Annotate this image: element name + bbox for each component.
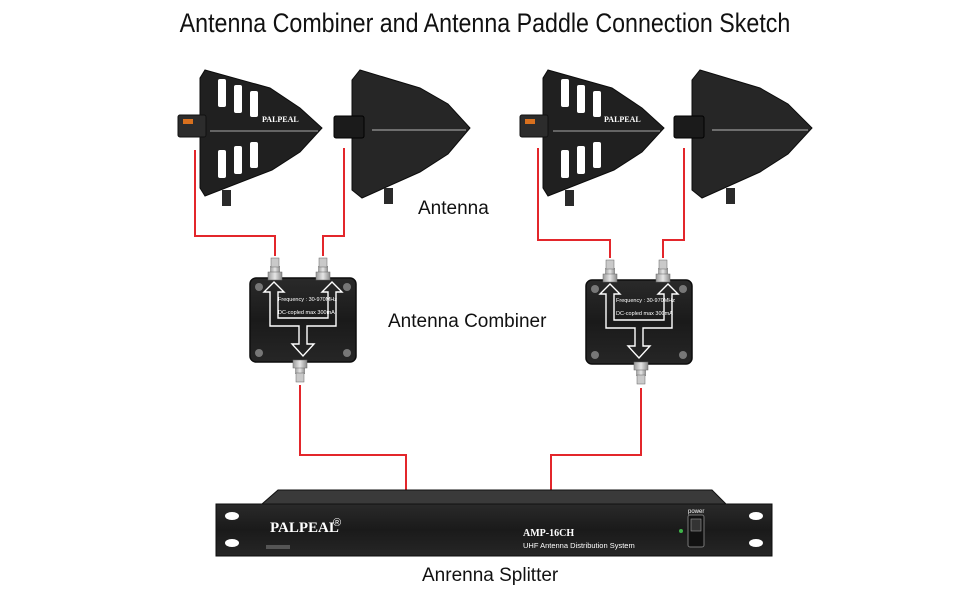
combiner-2-in-left	[602, 259, 618, 283]
label-antenna-splitter: Anrenna Splitter	[422, 565, 559, 586]
combiner-2-frequency: Frequency : 30-970MHz	[616, 298, 675, 304]
cable-antenna-1	[194, 150, 276, 256]
combiner-1-in-left	[267, 257, 283, 281]
cable-antenna-3	[537, 148, 611, 258]
combiner-1-dc: DC-copled max 300mA	[278, 310, 335, 316]
antenna-brand-3: PALPEAL	[604, 115, 641, 124]
label-antenna: Antenna	[418, 198, 489, 219]
cables	[194, 148, 685, 490]
splitter-power-label: power	[688, 509, 704, 515]
cable-combiner-2	[550, 388, 642, 490]
combiner-1-in-right	[315, 257, 331, 281]
splitter-description: UHF Antenna Distribution System	[523, 541, 635, 550]
cable-combiner-1	[299, 385, 407, 490]
combiner-1-frequency: Frequency : 30-970MHz	[278, 297, 337, 303]
combiner-2-dc: DC-copled max 300mA	[616, 311, 673, 317]
combiner-1-out	[292, 359, 308, 383]
cable-antenna-4	[662, 148, 685, 258]
antenna-paddle-back-4	[673, 69, 813, 204]
splitter-registered: ®	[333, 517, 341, 529]
combiner-2-out	[633, 361, 649, 385]
antenna-paddle-front-1	[177, 69, 323, 206]
antenna-splitter	[215, 489, 773, 557]
splitter-model: AMP-16CH	[523, 528, 574, 539]
antenna-paddle-back-2	[333, 69, 471, 204]
antenna-brand-1: PALPEAL	[262, 115, 299, 124]
page-title: Antenna Combiner and Antenna Paddle Conn…	[179, 8, 791, 38]
label-antenna-combiner: Antenna Combiner	[388, 311, 547, 332]
antenna-paddle-front-3	[519, 69, 665, 206]
antenna-combiner-2	[585, 279, 693, 365]
combiner-2-in-right	[655, 259, 671, 283]
cable-antenna-2	[322, 148, 345, 256]
antenna-combiner-1	[249, 277, 357, 363]
splitter-brand: PALPEAL	[270, 520, 339, 536]
